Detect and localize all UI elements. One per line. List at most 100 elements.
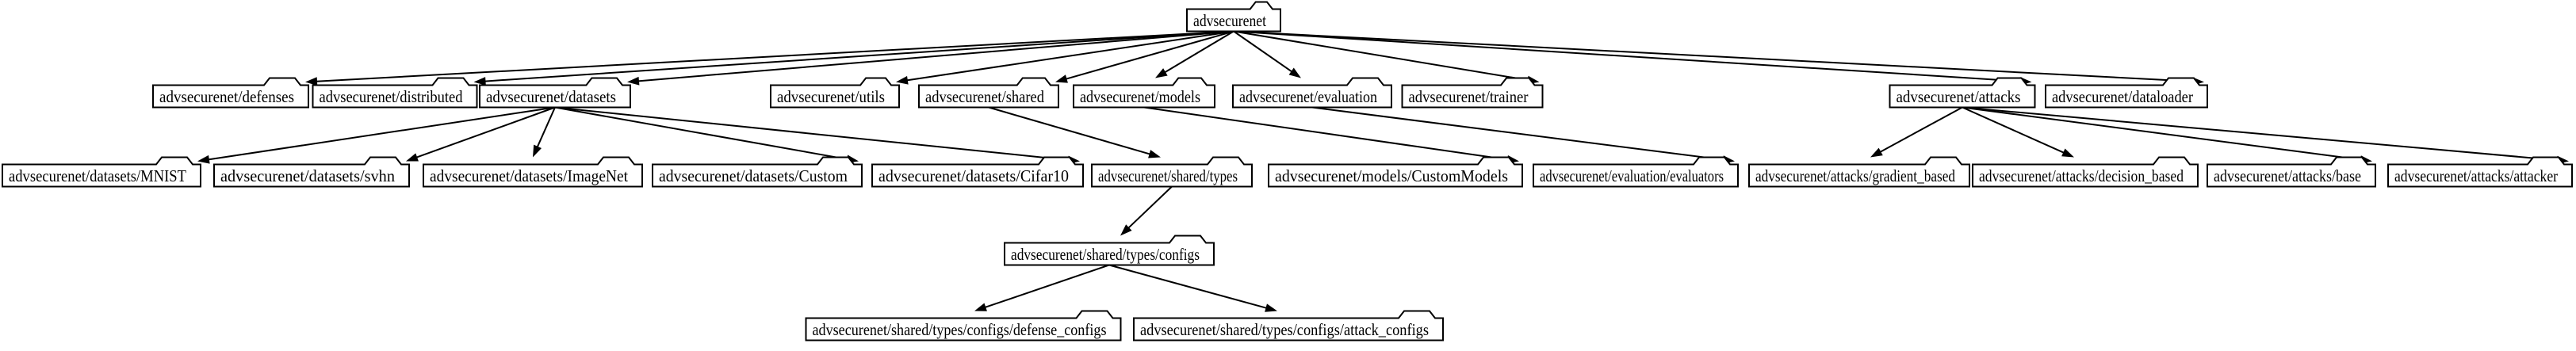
graph-node-ds_cifar10[interactable]: advsecurenet/datasets/Cifar10 xyxy=(871,156,1084,188)
node-label: advsecurenet/datasets xyxy=(486,87,616,106)
node-label: advsecurenet/utils xyxy=(777,87,885,106)
graph-node-dataloader[interactable]: advsecurenet/dataloader xyxy=(2045,77,2208,109)
graph-node-distributed[interactable]: advsecurenet/distributed xyxy=(312,77,478,109)
graph-node-evaluation[interactable]: advsecurenet/evaluation xyxy=(1232,77,1392,109)
graph-edge-datasets-to-ds_cifar10 xyxy=(554,106,1070,162)
node-layer: advsecurenet advsecurenet/defenses advsecu… xyxy=(2,1,2573,341)
node-label: advsecurenet/shared xyxy=(925,87,1044,106)
node-shape-folder-icon xyxy=(2207,156,2376,188)
graph-node-types_configs[interactable]: advsecurenet/shared/types/configs xyxy=(1004,235,1215,266)
graph-edge-root-to-attacks xyxy=(1233,30,2021,82)
graph-node-shared_types[interactable]: advsecurenet/shared/types xyxy=(1091,156,1253,188)
arrowhead-icon xyxy=(1870,147,1883,158)
node-shape-folder-icon xyxy=(805,310,1122,341)
graph-node-eval_evaluators[interactable]: advsecurenet/evaluation/evaluators xyxy=(1533,156,1739,188)
graph-edge-attacks-to-atk_decision xyxy=(1962,106,2065,154)
graph-node-models[interactable]: advsecurenet/models xyxy=(1073,77,1215,109)
node-shape-folder-icon xyxy=(1748,156,1970,188)
node-label: advsecurenet xyxy=(1193,11,1266,30)
graph-node-cfg_defense[interactable]: advsecurenet/shared/types/configs/defens… xyxy=(805,310,1122,341)
node-shape-folder-icon xyxy=(1091,156,1253,188)
graph-edge-root-to-models xyxy=(1164,30,1234,74)
graph-edge-root-to-shared xyxy=(1066,30,1234,80)
node-label: advsecurenet/datasets/Custom xyxy=(659,166,848,185)
graph-edge-attacks-to-atk_attacker xyxy=(1962,106,2559,162)
node-label: advsecurenet/shared/types/configs/defens… xyxy=(813,320,1107,339)
graph-edge-datasets-to-ds_svhn xyxy=(415,106,556,158)
graph-edge-types_configs-to-cfg_attack xyxy=(1108,264,1267,309)
graph-edge-root-to-evaluation xyxy=(1233,30,1293,73)
node-shape-folder-icon xyxy=(652,156,863,188)
graph-edge-shared_types-to-types_configs xyxy=(1127,185,1173,229)
arrowhead-icon xyxy=(1120,224,1132,236)
arrowhead-icon xyxy=(406,153,419,162)
graph-node-atk_decision[interactable]: advsecurenet/attacks/decision_based xyxy=(1972,156,2199,188)
graph-edge-datasets-to-ds_mnist xyxy=(208,106,556,161)
node-shape-folder-icon xyxy=(1004,235,1215,266)
graph-edge-root-to-distributed xyxy=(484,30,1234,82)
node-label: advsecurenet/shared/types xyxy=(1098,166,1238,185)
arrowhead-icon xyxy=(473,77,486,86)
node-shape-folder-icon xyxy=(479,77,631,109)
node-shape-folder-icon xyxy=(312,77,478,109)
graph-node-ds_custom[interactable]: advsecurenet/datasets/Custom xyxy=(652,156,863,188)
node-shape-folder-icon xyxy=(1133,310,1444,341)
graph-node-ds_svhn[interactable]: advsecurenet/datasets/svhn xyxy=(213,156,410,188)
graph-edge-root-to-trainer xyxy=(1233,30,1529,82)
graph-edge-root-to-datasets xyxy=(637,30,1234,82)
node-shape-folder-icon xyxy=(2387,156,2573,188)
node-label: advsecurenet/distributed xyxy=(320,87,463,106)
graph-node-atk_base[interactable]: advsecurenet/attacks/base xyxy=(2207,156,2376,188)
node-label: advsecurenet/datasets/svhn xyxy=(220,166,395,185)
graph-edge-attacks-to-atk_gradient xyxy=(1879,106,1963,153)
node-label: advsecurenet/attacks/attacker xyxy=(2394,166,2558,185)
arrowhead-icon xyxy=(1148,150,1161,158)
graph-node-datasets[interactable]: advsecurenet/datasets xyxy=(479,77,631,109)
node-shape-folder-icon xyxy=(2045,77,2208,109)
node-label: advsecurenet/datasets/Cifar10 xyxy=(878,166,1069,185)
graph-edge-types_configs-to-cfg_defense xyxy=(984,264,1110,308)
node-label: advsecurenet/attacks/base xyxy=(2214,166,2361,185)
node-shape-folder-icon xyxy=(1972,156,2199,188)
graph-edge-models-to-models_custom xyxy=(1143,106,1509,161)
graph-node-root[interactable]: advsecurenet xyxy=(1186,1,1281,32)
node-label: advsecurenet/shared/types/configs/attack… xyxy=(1140,320,1429,339)
node-label: advsecurenet/defenses xyxy=(159,87,294,106)
graph-node-utils[interactable]: advsecurenet/utils xyxy=(770,77,900,109)
arrowhead-icon xyxy=(533,144,542,158)
graph-node-ds_mnist[interactable]: advsecurenet/datasets/MNIST xyxy=(2,156,201,188)
arrowhead-icon xyxy=(1155,68,1168,78)
graph-edge-root-to-dataloader xyxy=(1233,30,2194,82)
arrowhead-icon xyxy=(896,75,909,85)
graph-node-shared[interactable]: advsecurenet/shared xyxy=(918,77,1059,109)
graph-node-defenses[interactable]: advsecurenet/defenses xyxy=(152,77,309,109)
arrowhead-icon xyxy=(305,77,318,86)
graph-edge-shared-to-shared_types xyxy=(988,106,1150,155)
node-label: advsecurenet/dataloader xyxy=(2052,87,2193,106)
node-label: advsecurenet/attacks/gradient_based xyxy=(1755,166,1955,185)
graph-node-cfg_attack[interactable]: advsecurenet/shared/types/configs/attack… xyxy=(1133,310,1444,341)
node-shape-folder-icon xyxy=(423,156,643,188)
node-label: advsecurenet/datasets/ImageNet xyxy=(430,166,628,185)
graph-node-ds_imagenet[interactable]: advsecurenet/datasets/ImageNet xyxy=(423,156,643,188)
arrowhead-icon xyxy=(974,303,987,311)
graph-edge-root-to-utils xyxy=(906,30,1234,82)
graph-edge-datasets-to-ds_custom xyxy=(554,106,848,161)
node-shape-folder-icon xyxy=(1186,1,1281,32)
node-shape-folder-icon xyxy=(1533,156,1739,188)
node-label: advsecurenet/attacks/decision_based xyxy=(1979,166,2184,185)
graph-node-models_custom[interactable]: advsecurenet/models/CustomModels xyxy=(1268,156,1523,188)
graph-node-trainer[interactable]: advsecurenet/trainer xyxy=(1401,77,1544,109)
graph-node-attacks[interactable]: advsecurenet/attacks xyxy=(1889,77,2036,109)
node-shape-folder-icon xyxy=(770,77,900,109)
node-label: advsecurenet/models/CustomModels xyxy=(1275,166,1508,185)
node-shape-folder-icon xyxy=(1268,156,1523,188)
node-shape-folder-icon xyxy=(918,77,1059,109)
graph-node-atk_gradient[interactable]: advsecurenet/attacks/gradient_based xyxy=(1748,156,1970,188)
node-shape-folder-icon xyxy=(1232,77,1392,109)
node-shape-folder-icon xyxy=(2,156,201,188)
node-label: advsecurenet/models xyxy=(1080,87,1200,106)
node-shape-folder-icon xyxy=(871,156,1084,188)
graph-node-atk_attacker[interactable]: advsecurenet/attacks/attacker xyxy=(2387,156,2573,188)
